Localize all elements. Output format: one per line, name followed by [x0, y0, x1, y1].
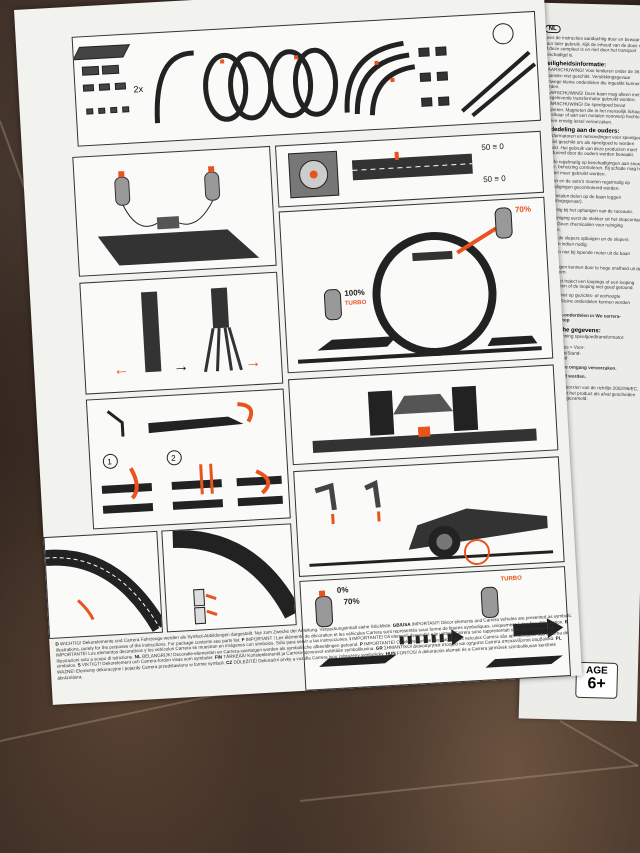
- right-arrow-black-icon: →: [172, 357, 190, 376]
- nl-badge: NL: [544, 24, 561, 34]
- track-parts-illustration: 2x: [72, 23, 537, 124]
- panel-lap-counter: 50 ≡ 0 50 ≡ 0: [274, 130, 545, 208]
- lap-counter-illustration: [287, 150, 473, 199]
- controller-connection-illustration: [97, 166, 260, 266]
- throttle-percent-70-speed: 70%: [343, 596, 360, 607]
- right-arrow-orange-icon: →: [244, 353, 262, 372]
- counter-label-bottom: 50 ≡ 0: [482, 173, 506, 185]
- rp-parents-text: Transformatoren en netvoedingen voor spe…: [541, 133, 640, 158]
- panel-looping: 70% 100% TURBO: [278, 196, 554, 374]
- speed-control-illustration: [315, 586, 564, 668]
- rp-para-2: De trafo regelmatig op beschadigingen aa…: [540, 158, 640, 177]
- guide-brushes-illustration: [140, 287, 243, 373]
- rp-para-3: De baan en de auto's moeten regelmatig o…: [540, 178, 631, 191]
- panel-car-side: [293, 456, 565, 577]
- rp-warning-1: WAARSCHUWING! Voor kinderen onder de 36 …: [543, 67, 640, 90]
- left-arrow-orange-icon: ←: [112, 361, 130, 380]
- curved-track-2-illustration: [172, 529, 296, 625]
- curved-track-1-illustration: [44, 549, 162, 632]
- rp-warning-3: WAARSCHUWING! De speelgoed bevat magnete…: [542, 100, 640, 125]
- car-side-illustration: [309, 479, 554, 567]
- svg-text:1: 1: [107, 457, 112, 466]
- age-value: 6+: [587, 675, 606, 693]
- panel-controller-connection: [72, 145, 277, 277]
- svg-text:2x: 2x: [133, 84, 144, 95]
- panel-speed-control: 0% 70% TURBO: [299, 566, 572, 691]
- panel-guide-replacement: 1 2: [85, 388, 291, 530]
- svg-text:2: 2: [171, 454, 176, 463]
- panel-car-front: [288, 364, 559, 466]
- car-front-illustration: [312, 385, 537, 453]
- counter-label-top: 50 ≡ 0: [481, 141, 505, 153]
- panel-curved-track-2: [161, 523, 297, 633]
- marble-vein: [299, 764, 639, 802]
- rp-intro: Lees de instructies aandachtig door en b…: [543, 34, 640, 58]
- age-badge: AGE 6+: [575, 661, 619, 699]
- panel-curved-track-1: [43, 530, 163, 640]
- throttle-percent-100: 100%: [344, 287, 366, 298]
- guide-replacement-illustration: 1 2: [101, 402, 283, 514]
- throttle-percent-0: 0%: [336, 585, 349, 595]
- instruction-sheet: 2x: [14, 0, 583, 705]
- looping-illustration: [297, 207, 542, 364]
- panel-guide-brushes: ← → →: [79, 271, 284, 395]
- turbo-label-speed: TURBO: [500, 575, 523, 583]
- marble-vein: [559, 720, 639, 767]
- throttle-percent-70: 70%: [514, 204, 532, 215]
- panel-track-parts: 2x: [71, 10, 542, 147]
- turbo-label: TURBO: [344, 299, 367, 307]
